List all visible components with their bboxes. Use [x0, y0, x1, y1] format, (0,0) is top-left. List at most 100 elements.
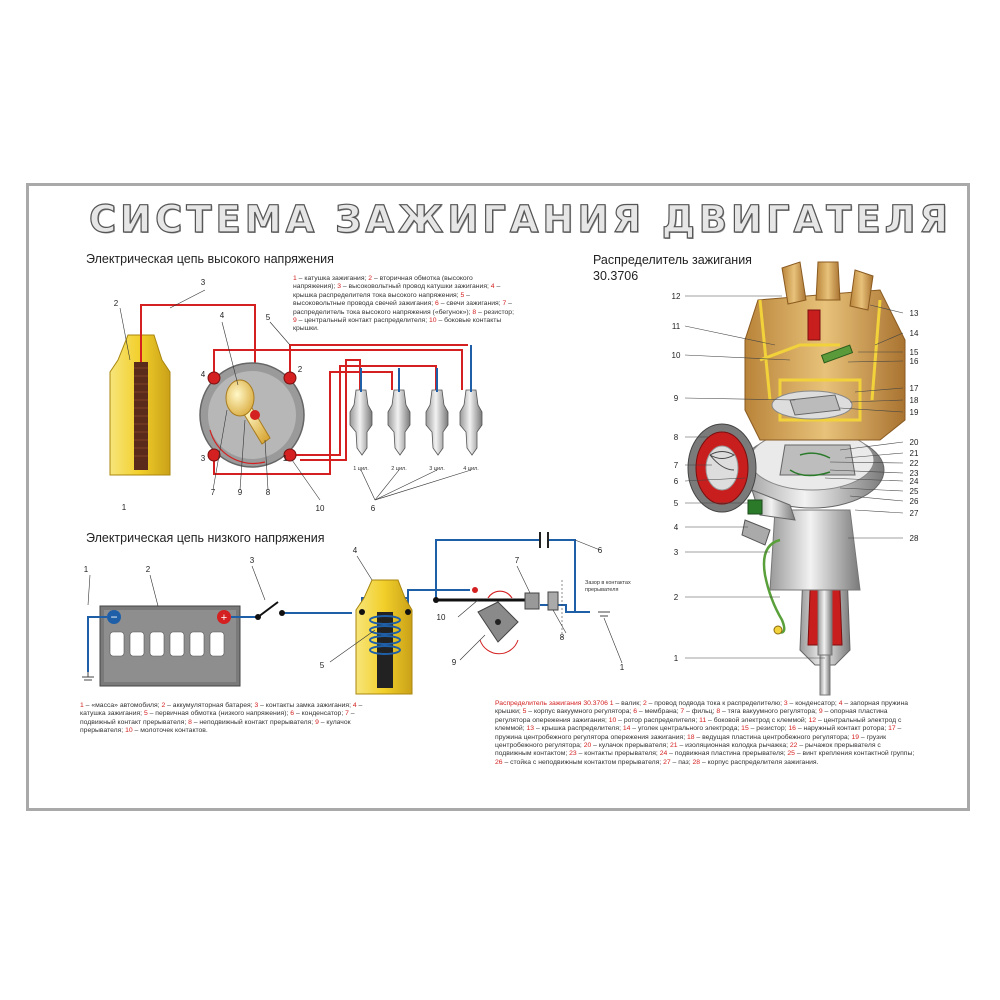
legend-text: – первичная обмотка (низкого напряжения)… [147, 710, 291, 718]
spark-plug-2 [387, 389, 411, 456]
legend-text: – крышка распределителя; [534, 725, 623, 733]
legend-text: – грузик центробежного регулятора; [495, 733, 887, 750]
legend-number: 6 [633, 708, 638, 716]
callout-dist-10: 10 [672, 351, 681, 360]
callout-lv-5: 5 [320, 661, 325, 670]
callout-dist-18: 18 [910, 396, 919, 405]
legend-number: 12 [808, 716, 817, 724]
capacitor [539, 532, 549, 548]
legend-text: – конденсатор; [787, 700, 839, 707]
legend-number: 22 [789, 742, 798, 750]
callout-lv-1: 1 [620, 663, 625, 672]
legend-number: 21 [670, 742, 678, 750]
battery-minus-terminal [107, 610, 121, 624]
callout-dist-8: 8 [674, 433, 679, 442]
legend-number: 18 [686, 733, 695, 741]
legend-text: – высоковольтные провода свечей зажигани… [293, 291, 470, 308]
legend-number: 3 [337, 283, 341, 291]
callout-dist-1: 1 [674, 654, 679, 663]
spark-plug-label-4: 4 цил. [463, 466, 479, 472]
legend-number: 14 [622, 725, 631, 733]
legend-text: – резистор; [476, 308, 514, 316]
legend-number: 10 [429, 317, 437, 325]
legend-number: 9 [818, 708, 823, 716]
legend-text: – винт крепления контактной группы; [794, 750, 915, 758]
legend-number: 3 [254, 702, 259, 709]
legend-text: – изоляционная колодка рычажка; [677, 742, 790, 750]
legend-number: 1 [80, 702, 84, 709]
page-title: СИСТЕМА ЗАЖИГАНИЯ ДВИГАТЕЛЯ [88, 197, 952, 241]
distributor-leader-lines [684, 295, 904, 659]
callout-dist-21: 21 [910, 449, 919, 458]
spark-plug-label-2: 2 цил. [391, 466, 407, 472]
legend-text: – тяга вакуумного регулятора; [720, 708, 819, 716]
legend-text: – наружный контакт ротора; [795, 725, 889, 733]
callout-lv-10: 10 [437, 613, 446, 622]
legend-text: – кулачок прерывателя; [591, 742, 671, 750]
callout-hv-1: 1 [122, 503, 127, 512]
spark-plugs [349, 345, 483, 456]
cap-terminal-3: 3 [201, 454, 206, 463]
cap-terminal-4: 4 [201, 370, 206, 379]
callout-lv-9: 9 [452, 658, 457, 667]
legend-text: – кулачок прерывателя; [80, 718, 351, 735]
legend-text: – катушка зажигания; [80, 702, 363, 718]
spark-plug-label-3: 3 цил. [429, 466, 445, 472]
low-voltage-circuit [82, 532, 623, 695]
legend-number: 15 [741, 725, 749, 733]
legend-number: 4 [352, 702, 357, 709]
callout-dist-23: 23 [910, 469, 919, 478]
distributor-legend: Распределитель зажигания 30.3706 1 – вал… [495, 700, 917, 767]
legend-text: – резистор; [748, 725, 789, 733]
callout-dist-26: 26 [910, 497, 919, 506]
ignition-coil-lv [355, 579, 413, 695]
callout-hv-8: 8 [266, 488, 271, 497]
legend-text: – аккумуляторная батарея; [165, 702, 255, 709]
callout-dist-27: 27 [910, 509, 919, 518]
callout-dist-5: 5 [674, 499, 679, 508]
legend-text: – провод подвода тока к распределителю; [646, 700, 784, 707]
ignition-switch [255, 601, 285, 620]
callout-dist-28: 28 [910, 534, 919, 543]
legend-number: 6 [290, 710, 295, 718]
legend-text: – крышка распределителя тока высокого на… [293, 283, 501, 299]
callout-dist-4: 4 [674, 523, 679, 532]
distributor-illustration [687, 261, 906, 696]
callout-dist-9: 9 [674, 394, 679, 403]
legend-text: – уголек центрального электрода; [630, 725, 742, 733]
legend-text: – центральный электрод с клеммой; [495, 716, 902, 733]
legend-text: – корпус распределителя зажигания. [700, 758, 819, 766]
callout-lv-7: 7 [515, 556, 520, 565]
legend-number: 7 [345, 710, 349, 718]
battery-plus-terminal [217, 610, 231, 624]
legend-text: – ведущая пластина центробежного регулят… [694, 733, 852, 741]
callout-dist-14: 14 [910, 329, 919, 338]
callout-dist-15: 15 [910, 348, 919, 357]
legend-text: – мембрана; [637, 708, 681, 716]
legend-text: – корпус вакуумного регулятора; [526, 708, 634, 716]
callout-hv-7: 7 [211, 488, 216, 497]
callout-lv-2: 2 [146, 565, 151, 574]
callout-dist-7: 7 [674, 461, 679, 470]
legend-text: – неподвижный контакт прерывателя; [191, 718, 316, 726]
callout-dist-12: 12 [672, 292, 681, 301]
breaker-gap-label-line2: прерывателя [585, 587, 618, 593]
legend-number: 9 [315, 718, 319, 726]
ignition-coil-hv [109, 334, 171, 476]
high-voltage-wires [140, 304, 468, 475]
legend-text: – распределитель тока высокого напряжени… [293, 300, 512, 316]
legend-text: – катушка зажигания; [296, 275, 369, 282]
cap-terminal-2: 2 [298, 365, 303, 374]
legend-number: 5 [522, 708, 527, 716]
legend-text: – свечи зажигания; [438, 300, 503, 308]
cap-terminal-1: 1 [283, 454, 288, 463]
low-voltage-heading: Электрическая цепь низкого напряжения [86, 531, 325, 545]
callout-dist-22: 22 [910, 459, 919, 468]
legend-text: – молоточек контактов. [132, 727, 208, 735]
legend-text: – фильц; [684, 708, 717, 716]
legend-number: 6 [435, 300, 439, 308]
legend-text: – «масса» автомобиля; [83, 702, 162, 709]
legend-text: – ротор распределителя; [616, 716, 700, 724]
